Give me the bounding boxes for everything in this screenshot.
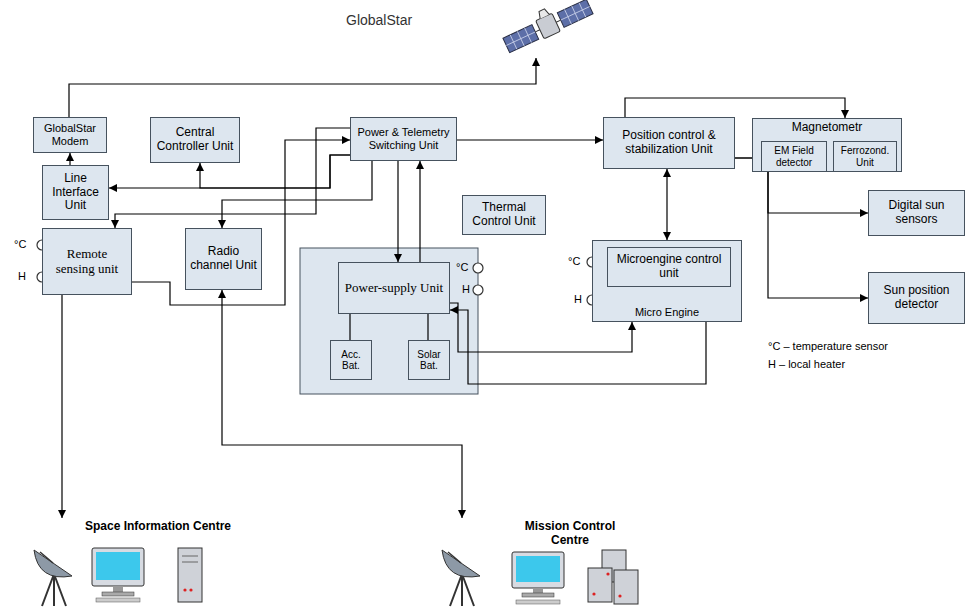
block-box: Digital sun sensors bbox=[868, 190, 965, 236]
block-box: Position control & stabilization Unit bbox=[603, 117, 735, 169]
block-box: EM Field detector bbox=[761, 141, 827, 172]
server-cluster bbox=[588, 550, 638, 604]
station-label: Space Information Centre bbox=[85, 520, 255, 534]
signal-arrow bbox=[69, 58, 536, 117]
block-box: Central Controller Unit bbox=[150, 117, 240, 163]
box-label: Magnetometr bbox=[792, 121, 863, 135]
group-box: Magnetometr EM Field detector Ferrozond. U… bbox=[752, 118, 902, 172]
sensor-label: °C bbox=[14, 238, 26, 251]
legend-entry: H – local heater bbox=[768, 358, 845, 371]
signal-arrow bbox=[222, 161, 372, 228]
box-label: GlobalStar Modem bbox=[37, 122, 103, 147]
box-label: Thermal Control Unit bbox=[466, 201, 542, 229]
station-label: Mission Control Centre bbox=[510, 520, 630, 548]
station-label: GlobalStar bbox=[346, 12, 595, 28]
block-box: Sun position detector bbox=[868, 272, 965, 324]
sensor-label: °C bbox=[568, 255, 580, 268]
box-label: Micro Engine bbox=[635, 306, 699, 319]
signal-arrow bbox=[132, 140, 350, 305]
server-icon bbox=[178, 548, 202, 602]
box-label: Radio channel Unit bbox=[189, 245, 258, 273]
signal-arrow bbox=[349, 314, 350, 340]
box-label: Remote sensing unit bbox=[46, 247, 128, 277]
legend-text: H – local heater bbox=[768, 358, 845, 371]
block-box: Microengine control unit bbox=[607, 247, 731, 287]
station-node: Space Information Centre bbox=[25, 518, 255, 608]
group-box: Micro Engine Microengine control unit bbox=[592, 240, 742, 322]
box-label: EM Field detector bbox=[765, 145, 823, 168]
block-box: Power & Telemetry Switching Unit bbox=[350, 117, 457, 161]
legend-entry: °C – temperature sensor bbox=[768, 340, 888, 353]
box-label: Solar Bat. bbox=[412, 349, 446, 372]
computer-icon bbox=[512, 552, 564, 604]
signal-arrow bbox=[427, 314, 428, 340]
signal-arrow bbox=[61, 295, 62, 518]
block-box: Radio channel Unit bbox=[185, 228, 262, 290]
sensor-label: H bbox=[574, 293, 582, 306]
sensor-label: H bbox=[462, 283, 470, 296]
box-label: Power & Telemetry Switching Unit bbox=[354, 126, 453, 151]
sensor-label: °C bbox=[456, 261, 468, 274]
block-box: Ferrozond. Unit bbox=[833, 141, 897, 172]
box-label: Ferrozond. Unit bbox=[837, 145, 893, 168]
signal-arrow bbox=[419, 161, 420, 262]
box-label: Power-supply Unit bbox=[345, 281, 443, 296]
signal-arrow bbox=[735, 158, 868, 298]
box-label: Microengine control unit bbox=[611, 253, 727, 281]
satellite-icon bbox=[499, 0, 594, 55]
block-box: Remote sensing unit bbox=[42, 228, 132, 295]
box-label: Digital sun sensors bbox=[872, 199, 961, 227]
block-box: Solar Bat. bbox=[408, 340, 450, 380]
signal-arrow bbox=[397, 161, 398, 262]
signal-arrow bbox=[222, 290, 462, 518]
box-label: Line Interface Unit bbox=[46, 172, 105, 213]
block-box: Thermal Control Unit bbox=[462, 195, 546, 235]
computer-icon bbox=[92, 548, 144, 602]
box-label: Central Controller Unit bbox=[154, 126, 236, 154]
dish-antenna bbox=[442, 550, 480, 606]
temperature-sensor bbox=[473, 263, 483, 273]
heater-symbol bbox=[473, 285, 483, 295]
signal-arrow bbox=[69, 153, 70, 165]
station-node: Mission Control Centre bbox=[430, 518, 640, 608]
station-node: GlobalStar bbox=[340, 2, 595, 58]
box-label: Sun position detector bbox=[872, 284, 961, 312]
box-label: Acc. Bat. bbox=[334, 349, 368, 372]
block-box: Power-supply Unit bbox=[338, 262, 450, 314]
signal-arrow bbox=[457, 139, 603, 140]
block-box: GlobalStar Modem bbox=[33, 117, 107, 153]
signal-arrow bbox=[666, 169, 667, 240]
legend-text: °C – temperature sensor bbox=[768, 340, 888, 353]
connector-group bbox=[62, 58, 868, 518]
power-housing bbox=[300, 248, 478, 394]
box-label: Position control & stabilization Unit bbox=[607, 129, 731, 157]
signal-arrow bbox=[625, 98, 845, 118]
block-box: Line Interface Unit bbox=[42, 165, 109, 220]
dish-antenna bbox=[34, 550, 72, 606]
sensor-label: H bbox=[18, 270, 26, 283]
block-box: Acc. Bat. bbox=[330, 340, 372, 380]
